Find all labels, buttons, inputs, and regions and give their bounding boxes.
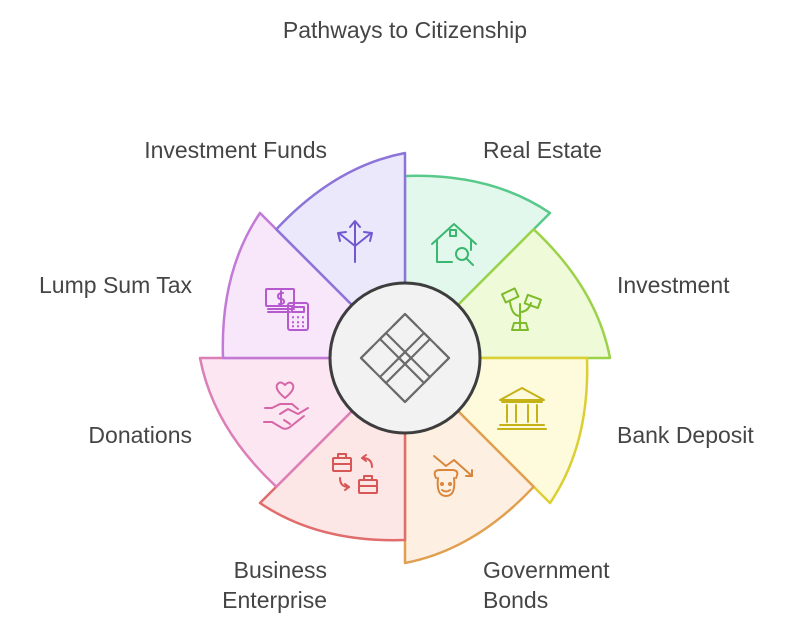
label-investment: Investment [617, 272, 730, 298]
geometric-pattern-icon [359, 312, 451, 404]
label-donations: Donations [88, 422, 192, 448]
label-business-enterprise-line2: Enterprise [222, 587, 327, 613]
label-lump-sum-tax: Lump Sum Tax [39, 272, 192, 298]
label-government-bonds-line1: Government [483, 557, 610, 583]
label-bank-deposit: Bank Deposit [617, 422, 754, 448]
segments [198, 151, 612, 565]
icons [263, 220, 547, 497]
handshake-heart-icon [263, 381, 309, 430]
label-government-bonds-line2: Bonds [483, 587, 548, 613]
house-search-icon [431, 223, 477, 266]
label-real-estate: Real Estate [483, 137, 602, 163]
bank-icon [497, 387, 547, 430]
briefcase-exchange-icon [332, 453, 378, 494]
center-hub [328, 281, 482, 435]
labels: Real Estate Investment Bank Deposit Gove… [39, 137, 754, 613]
money-plant-icon [500, 287, 542, 331]
center-circle [328, 281, 482, 435]
bull-bear-market-icon [433, 455, 473, 497]
label-investment-funds: Investment Funds [144, 137, 327, 163]
diagram-title: Pathways to Citizenship [283, 17, 527, 43]
money-calculator-icon [265, 288, 309, 331]
label-business-enterprise-line1: Business [234, 557, 327, 583]
branching-arrows-icon [337, 220, 373, 263]
